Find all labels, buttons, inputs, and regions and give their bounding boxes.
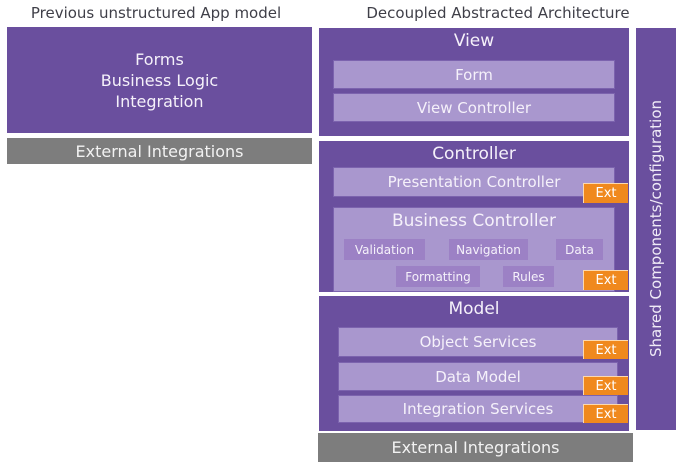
business-controller-title: Business Controller: [392, 211, 556, 231]
business-controller-box: Business Controller Validation Navigatio…: [333, 207, 615, 292]
ext-badge: Ext: [583, 270, 628, 290]
ext-badge: Ext: [583, 404, 628, 423]
legacy-app-box: Forms Business Logic Integration: [7, 27, 312, 133]
view-section: View Form View Controller: [319, 28, 629, 136]
controller-section: Controller Presentation Controller Ext B…: [319, 141, 629, 292]
ext-badge: Ext: [583, 340, 628, 359]
presentation-controller-box: Presentation Controller: [333, 167, 615, 197]
left-column-title: Previous unstructured App model: [30, 4, 282, 22]
form-box: Form: [333, 60, 615, 89]
ext-badge: Ext: [583, 183, 628, 203]
view-section-title: View: [453, 31, 495, 51]
model-section-title: Model: [448, 299, 500, 319]
right-column-title: Decoupled Abstracted Architecture: [366, 4, 630, 22]
chip-formatting: Formatting: [396, 266, 480, 287]
legacy-app-line: Forms: [135, 49, 184, 69]
legacy-app-line: Integration: [115, 91, 204, 111]
legacy-external-integrations-bar: External Integrations: [7, 138, 312, 164]
shared-components-sidebar: Shared Components/configuration: [636, 28, 676, 430]
legacy-app-line: Business Logic: [100, 70, 219, 90]
object-services-box: Object Services: [338, 327, 618, 357]
chip-navigation: Navigation: [449, 239, 528, 260]
external-integrations-bar: External Integrations: [318, 433, 633, 462]
view-controller-box: View Controller: [333, 93, 615, 122]
data-model-box: Data Model: [338, 362, 618, 391]
chip-rules: Rules: [503, 266, 554, 287]
sidebar-label: Shared Components/configuration: [647, 100, 665, 358]
controller-section-title: Controller: [432, 144, 516, 164]
integration-services-box: Integration Services: [338, 395, 618, 423]
chip-data: Data: [556, 239, 603, 260]
chip-validation: Validation: [344, 239, 425, 260]
ext-badge: Ext: [583, 376, 628, 395]
model-section: Model Object Services Ext Data Model Ext…: [319, 296, 629, 431]
